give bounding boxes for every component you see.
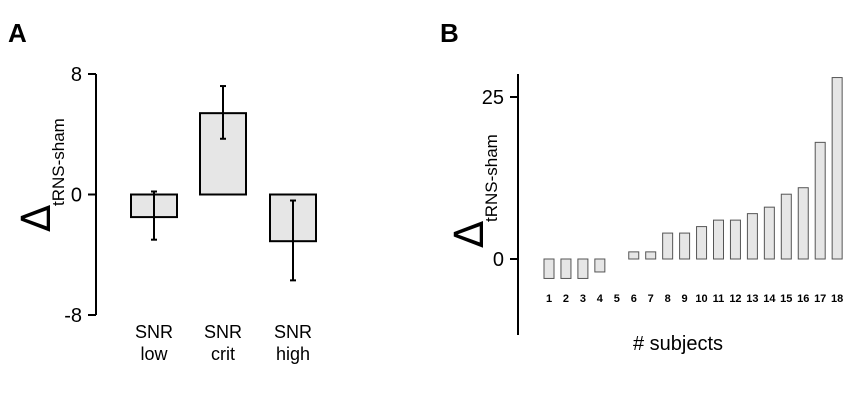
panel-a-y-tick-label: -8 (64, 305, 82, 327)
panel-b-bar (577, 258, 589, 279)
panel-b-delta-subscript: tRNS-sham (482, 134, 501, 222)
panel-b-subject-label: 3 (580, 293, 586, 305)
panel-b-bar (729, 219, 741, 260)
panel-a-bars (130, 85, 317, 282)
panel-b-bars (543, 77, 843, 279)
panel-b-subject-label: 2 (563, 293, 569, 305)
panel-b-y-axis: 25 0 (482, 74, 519, 335)
panel-a-y-axis: 8 0 -8 (64, 64, 97, 327)
panel-b-subject-label: 7 (648, 293, 654, 305)
panel-b-x-axis-label: # subjects (633, 333, 723, 355)
panel-b-subject-label: 11 (713, 293, 725, 305)
panel-a-letter: A (8, 18, 27, 48)
panel-a-delta-subscript: tRNS-sham (49, 118, 68, 206)
panel-b-subject-label: 18 (831, 293, 843, 305)
panel-a-category-label: SNR (135, 322, 173, 342)
panel-b-y-tick-label: 25 (482, 87, 504, 109)
panel-b-y-label: Δ tRNS-sham (447, 134, 501, 248)
panel-b-subject-label: 9 (682, 293, 688, 305)
panel-b-y-tick-label: 0 (493, 249, 504, 271)
panel-b-subject-label: 15 (780, 293, 792, 305)
panel-b-bar (679, 232, 691, 260)
panel-a-category-label: low (140, 344, 168, 364)
panel-b-bar (696, 226, 708, 260)
panel-a-category-label: SNR (274, 322, 312, 342)
panel-b-bar (831, 77, 843, 260)
panel-b-bar (746, 213, 758, 260)
panel-a-delta-symbol: Δ (14, 204, 60, 232)
panel-a-y-label: Δ tRNS-sham (14, 118, 68, 232)
panel-b-subject-label: 8 (665, 293, 671, 305)
panel-b-bar (763, 206, 775, 260)
panel-b-bar (814, 141, 826, 260)
panel-b-letter: B (440, 18, 459, 48)
panel-a-category-label: crit (211, 344, 235, 364)
panel-a-category-label: SNR (204, 322, 242, 342)
panel-b-subject-label: 1 (546, 293, 552, 305)
panel-b-subject-label: 14 (763, 293, 776, 305)
panel-b-delta-symbol: Δ (447, 220, 493, 248)
panel-b-subject-label: 6 (631, 293, 637, 305)
panel-b-bar (713, 219, 724, 260)
panel-b-bar (780, 193, 792, 260)
panel-a-y-tick-label: 0 (71, 185, 82, 207)
panel-b-bar (543, 258, 555, 279)
panel-b-subject-label: 4 (597, 293, 604, 305)
panel-b-subject-label: 16 (797, 293, 809, 305)
panel-b-bar (645, 251, 657, 260)
panel-b-subject-label: 10 (695, 293, 707, 305)
panel-b-subject-label: 13 (746, 293, 758, 305)
panel-b-subject-label: 5 (614, 293, 620, 305)
panel-a-y-tick-label: 8 (71, 64, 82, 86)
panel-b-subject-label: 12 (729, 293, 741, 305)
panel-b-bar (662, 232, 674, 260)
panel-a-category-label: high (276, 344, 310, 364)
panel-b-bar (628, 251, 640, 260)
panel-b-subject-label: 17 (814, 293, 826, 305)
panel-b-bar (560, 258, 572, 279)
panel-b-bar (594, 258, 606, 273)
panel-b-bar (797, 187, 809, 260)
